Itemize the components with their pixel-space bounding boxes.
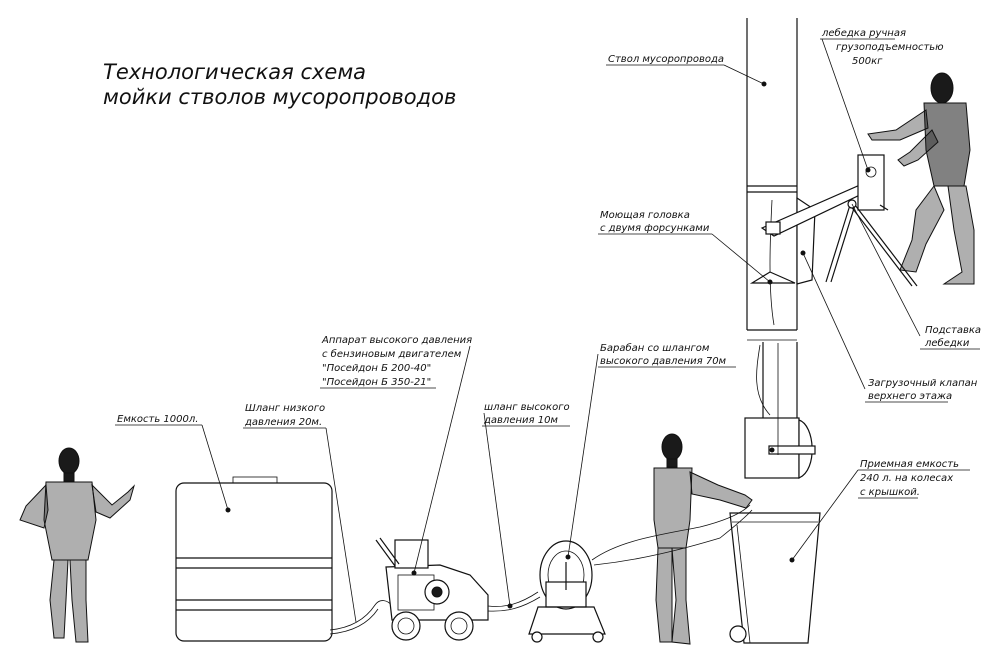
hose-drum	[528, 540, 606, 643]
label-apparatus-4: "Посейдон Б 350-21"	[322, 377, 431, 388]
label-head-1: Моющая головка	[600, 210, 690, 221]
callout-bin: Приемная емкость 240 л. на колесах с кры…	[791, 459, 970, 561]
label-head-2: с двумя форсунками	[600, 223, 710, 234]
label-hphose-1: шланг высокого	[484, 402, 570, 413]
low-pressure-hose	[329, 600, 393, 631]
label-apparatus-1: Аппарат высокого давления	[321, 335, 472, 346]
manual-winch	[760, 154, 889, 237]
water-tank	[175, 476, 333, 642]
label-winch-2: грузоподъемностью	[836, 42, 944, 53]
callout-tank: Емкость 1000л.	[115, 414, 229, 511]
worker-figure-left	[19, 447, 136, 643]
label-stand-1: Подставка	[925, 325, 981, 336]
label-apparatus-2: с бензиновым двигателем	[322, 348, 462, 360]
callout-stand: Подставка лебедки	[851, 203, 981, 350]
label-bin-1: Приемная емкость	[860, 459, 959, 470]
label-lowhose-2: давления 20м.	[244, 417, 322, 428]
label-drum-1: Барабан со шлангом	[600, 342, 710, 354]
callout-low-hose: Шланг низкого давления 20м.	[243, 403, 357, 623]
receiving-bin	[729, 512, 821, 644]
washing-head	[749, 271, 796, 285]
high-pressure-apparatus	[375, 537, 489, 641]
winch-stand	[825, 199, 918, 287]
label-valve-2: верхнего этажа	[868, 391, 952, 402]
callout-washing-head: Моющая головка с двумя форсунками	[598, 210, 771, 283]
label-valve-1: Загрузочный клапан	[868, 378, 978, 389]
callout-shaft: Ствол мусоропровода	[606, 54, 765, 85]
title-line-2: мойки стволов мусоропроводов	[103, 85, 456, 109]
high-pressure-hose-70m	[591, 504, 751, 561]
label-drum-2: высокого давления 70м	[600, 356, 727, 367]
callout-drum: Барабан со шлангом высокого давления 70м	[567, 342, 736, 558]
title-line-1: Технологическая схема	[103, 60, 366, 84]
label-winch-1: лебедка ручная	[821, 27, 906, 39]
label-stand-2: лебедки	[924, 337, 970, 349]
label-hphose-2: давления 10м	[483, 415, 558, 426]
callout-valve: Загрузочный клапан верхнего этажа	[802, 252, 978, 403]
high-pressure-hose-10m	[487, 591, 539, 607]
label-winch-3: 500кг	[852, 56, 883, 67]
callout-hp-hose: шланг высокого давления 10м	[482, 402, 570, 607]
label-tank: Емкость 1000л.	[117, 414, 198, 425]
worker-figure-right	[867, 72, 975, 285]
label-shaft: Ствол мусоропровода	[608, 54, 724, 65]
worker-figure-middle	[653, 433, 753, 645]
callout-apparatus: Аппарат высокого давления с бензиновым д…	[320, 335, 472, 574]
label-lowhose-1: Шланг низкого	[245, 403, 325, 414]
chute-shaft-lower	[744, 339, 816, 479]
label-bin-2: 240 л. на колесах	[860, 473, 953, 484]
label-bin-3: с крышкой.	[860, 487, 920, 498]
label-apparatus-3: "Посейдон Б 200-40"	[322, 363, 431, 374]
callout-winch: лебедка ручная грузоподъемностью 500кг	[820, 27, 944, 171]
